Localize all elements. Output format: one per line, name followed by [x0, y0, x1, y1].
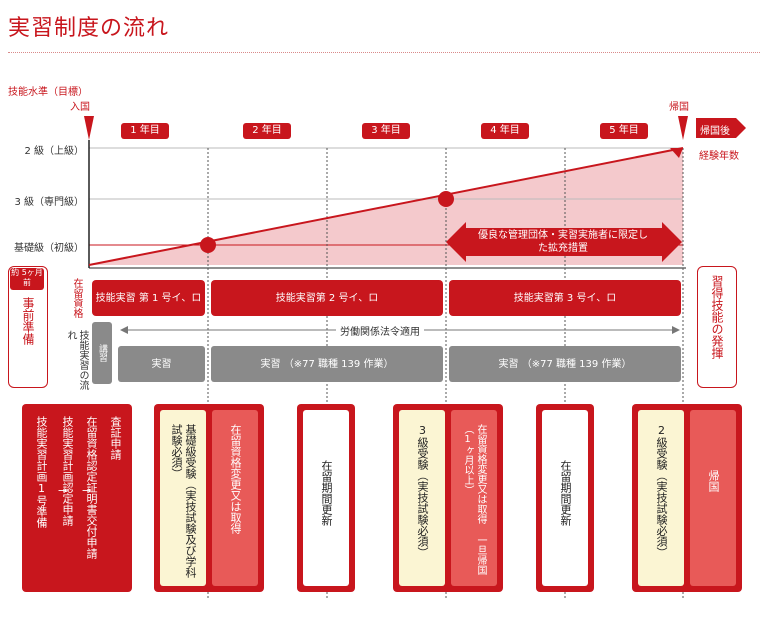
basic-level-point: [200, 237, 216, 253]
expansion-arrow: [446, 222, 682, 262]
expansion-text: 優良な管理団体・実習実施者に限定した拡充措置: [478, 230, 648, 254]
growth-line: [88, 147, 684, 266]
practice-bar-2: 実習 （※77 職種 139 作業）: [211, 346, 443, 382]
year5-panel: 2級受験（実技試験必須） 帰国: [632, 404, 742, 592]
residence-label: 在留資格: [71, 278, 82, 318]
renewal-text-2: 在留期間更新: [559, 460, 572, 526]
year4-panel: 在留期間更新: [536, 404, 594, 592]
title-divider: [8, 52, 760, 53]
pre-entry-col-4: 技能実習計画1号準備: [35, 416, 48, 528]
year2-panel: 在留期間更新: [297, 404, 355, 592]
basic-exam-card: 基礎級受験（実技試験及び学科試験必須）: [160, 410, 206, 586]
lecture-bar: 講習: [92, 322, 112, 384]
return-home-text: 帰国: [707, 470, 720, 492]
pre-entry-col-2: 在留資格認定証明書交付申請: [85, 416, 98, 559]
status-change-text-1: 在留資格変更又は取得: [229, 424, 242, 534]
level-2kyu: 2 級（上級）: [24, 146, 84, 157]
status-change-card-1: 在留資格変更又は取得: [212, 410, 258, 586]
year-pill-5: 5 年目: [600, 123, 648, 139]
basic-exam-text: 基礎級受験（実技試験及び学科試験必須）: [170, 424, 197, 578]
renewal-card-1: 在留期間更新: [303, 410, 349, 586]
return-label: 帰国: [669, 102, 689, 113]
residence-bar-1: 技能実習 第 1 号イ、ロ: [92, 280, 205, 316]
experience-years-label: 経験年数: [699, 151, 739, 162]
level-basic: 基礎級（初級）: [14, 243, 84, 254]
after-return-label: 帰国後: [700, 126, 730, 137]
residence-bar-2: 技能実習第 2 号イ、ロ: [211, 280, 443, 316]
prior-badge: 約 5ヶ月前: [10, 268, 44, 290]
page-title: 実習制度の流れ: [8, 16, 170, 41]
labor-law-text: 労働関係法令適用: [336, 323, 424, 338]
return-home-card: 帰国: [690, 410, 736, 586]
axis-label: 技能水準（目標）: [8, 87, 88, 98]
level-3kyu: 3 級（専門級）: [14, 197, 84, 208]
labor-arrow-right-icon: [672, 326, 680, 334]
2kyu-exam-text: 2級受験（実技試験必須）: [655, 424, 668, 558]
pre-entry-col-3: 技能実習計画認定申請: [61, 416, 74, 526]
pre-entry-col-1: 査証申請: [109, 416, 122, 460]
pre-entry-panel: 査証申請 在留資格認定証明書交付申請 → 技能実習計画認定申請 → 技能実習計画…: [22, 404, 132, 592]
entry-label: 入国: [70, 102, 90, 113]
year-pill-4: 4 年目: [481, 123, 529, 139]
2kyu-exam-card: 2級受験（実技試験必須）: [638, 410, 684, 586]
renewal-text-1: 在留期間更新: [320, 460, 333, 526]
year-pill-3: 3 年目: [362, 123, 410, 139]
renewal-card-2: 在留期間更新: [542, 410, 588, 586]
status-change-card-2: 在留資格変更又は取得 一旦帰国（1ヶ月以上）: [451, 410, 497, 586]
pre-entry-arrow-1: →: [82, 484, 92, 497]
3kyu-exam-card: 3級受験（実技試験必須）: [399, 410, 445, 586]
flow-label: 技能実習の流れ: [65, 330, 88, 390]
year-pill-1: 1 年目: [121, 123, 169, 139]
skill-use-text: 習得技能の発揮: [710, 275, 724, 359]
year1-panel: 基礎級受験（実技試験及び学科試験必須） 在留資格変更又は取得: [154, 404, 264, 592]
entry-marker-icon: [84, 116, 94, 140]
growth-arrow-icon: [670, 148, 683, 158]
residence-bar-3: 技能実習第 3 号イ、ロ: [449, 280, 681, 316]
after-return-arrow: [696, 118, 746, 138]
3kyu-level-point: [438, 191, 454, 207]
3kyu-exam-text: 3級受験（実技試験必須）: [416, 424, 429, 558]
return-marker-icon: [678, 116, 688, 140]
status-change-text-2: 在留資格変更又は取得 一旦帰国（1ヶ月以上）: [462, 424, 486, 575]
year3-panel: 3級受験（実技試験必須） 在留資格変更又は取得 一旦帰国（1ヶ月以上）: [393, 404, 503, 592]
pre-entry-arrow-2: →: [58, 484, 68, 497]
skill-use-box: 習得技能の発揮: [697, 266, 737, 388]
practice-bar-3: 実習 （※77 職種 139 作業）: [449, 346, 681, 382]
practice-bar-1: 実習: [118, 346, 205, 382]
labor-arrow-left-icon: [120, 326, 128, 334]
prior-prep-text: 事前準備: [21, 297, 35, 345]
year-pill-2: 2 年目: [243, 123, 291, 139]
